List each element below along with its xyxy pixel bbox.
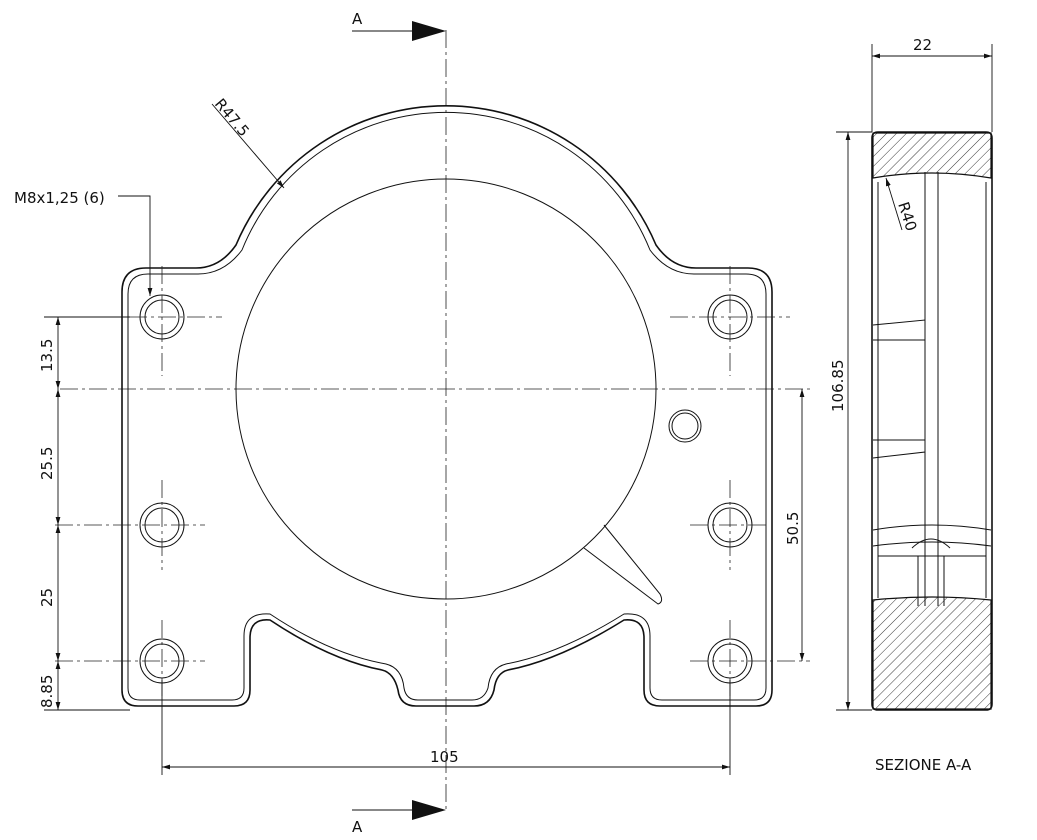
left-dimension-chain — [44, 316, 130, 711]
thread-hole-top-left — [100, 266, 222, 376]
thread-hole-mid-right — [690, 480, 770, 570]
dim-25-5: 25.5 — [38, 447, 56, 480]
threaded-holes — [55, 266, 810, 700]
thread-hole-top-right — [670, 266, 790, 376]
dim-105: 105 — [430, 748, 459, 766]
radius-section-leader — [885, 177, 903, 231]
thread-hole-mid-left — [55, 480, 205, 570]
dimension-106-85 — [836, 131, 872, 711]
section-arrow-top — [352, 21, 446, 41]
section-groove-1 — [872, 524, 992, 531]
dim-25: 25 — [38, 588, 56, 607]
thread-callout-label: M8x1,25 (6) — [14, 189, 105, 207]
small-hole — [668, 409, 702, 443]
section-marker-bottom: A — [352, 818, 363, 836]
section-caption: SEZIONE A-A — [875, 756, 972, 774]
plate-outline — [121, 105, 773, 707]
section-arrow-bottom — [352, 800, 446, 820]
bottom-dimension — [161, 680, 731, 775]
section-groove-2 — [872, 541, 992, 547]
small-hole-inner — [671, 412, 699, 440]
dim-8-85: 8.85 — [38, 675, 56, 708]
section-hatch-bottom — [872, 596, 992, 710]
bore-notch — [583, 524, 663, 605]
radius-outer-leader — [211, 103, 285, 189]
section-dome — [911, 538, 951, 549]
front-view: A A R47.5 M8x1,25 (6) 13.5 25.5 25 8.85 — [14, 10, 810, 836]
main-bore — [235, 178, 657, 600]
radius-section-label: R40 — [894, 200, 920, 234]
plate-inner-outline — [127, 111, 767, 701]
dim-106-85: 106.85 — [829, 360, 847, 413]
thread-hole-bottom-left — [55, 620, 205, 700]
section-view: R40 22 106.85 SEZIONE A-A — [829, 36, 993, 774]
dim-22: 22 — [913, 36, 932, 54]
radius-outer-label: R47.5 — [211, 95, 253, 140]
section-hatch-top — [872, 132, 992, 179]
dim-50-5: 50.5 — [784, 512, 802, 545]
dimension-22 — [871, 44, 993, 132]
section-notch-upper — [872, 319, 926, 341]
thread-hole-bottom-right — [690, 620, 810, 700]
dim-13-5: 13.5 — [38, 339, 56, 372]
section-marker-top: A — [352, 10, 363, 28]
section-notch-lower — [872, 439, 926, 459]
thread-callout-leader — [118, 195, 153, 296]
